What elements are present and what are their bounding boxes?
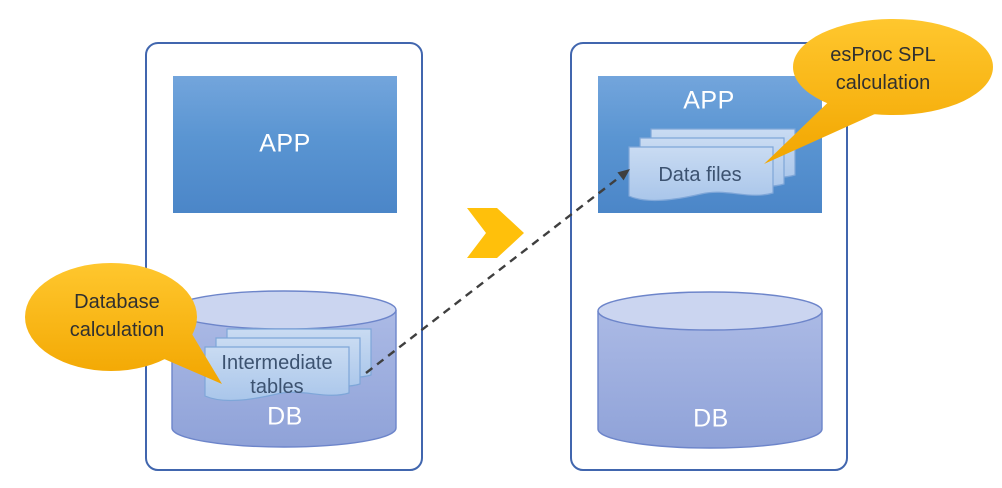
label-line-2: calculation [69, 319, 165, 341]
label-line-1: Database [74, 291, 160, 313]
left-db-label: DB [267, 402, 303, 431]
label-line-1: Intermediate [221, 352, 333, 374]
esproc-calculation-label: esProc SPL calculation [830, 41, 936, 97]
label-line-2: calculation [835, 72, 931, 94]
transform-chevron-icon [467, 208, 524, 258]
left-app-label: APP [259, 129, 311, 158]
database-calculation-label: Database calculation [70, 288, 165, 344]
label-line-2: tables [250, 376, 304, 398]
right-db-label: DB [693, 404, 729, 433]
right-app-label: APP [683, 86, 735, 115]
label-line-1: esProc SPL [830, 44, 936, 66]
left-app-box [173, 76, 397, 213]
intermediate-tables-label: Intermediate tables [221, 351, 332, 399]
data-files-label: Data files [658, 164, 742, 186]
